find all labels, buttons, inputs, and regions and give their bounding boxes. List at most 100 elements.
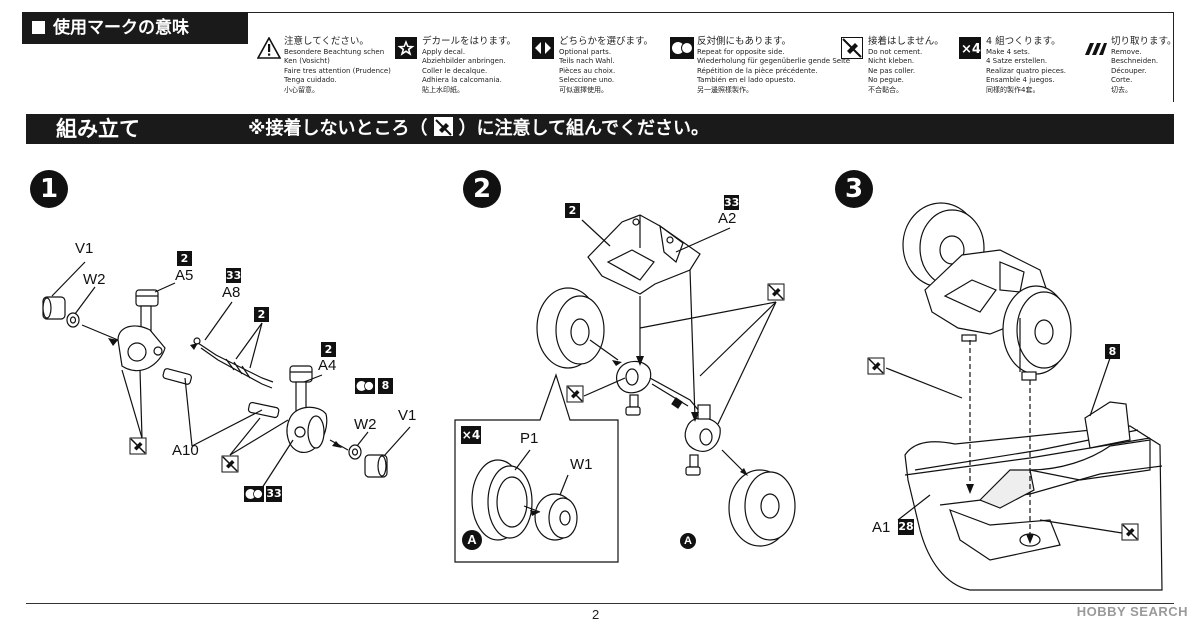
part-box-chassis: 2 [565, 203, 580, 218]
part-box-opposite-8: 8 [378, 378, 393, 394]
part-box-a5: 2 [177, 251, 192, 266]
legend-line: Make 4 sets. [986, 48, 1030, 56]
legend-line: Remove. [1111, 48, 1142, 56]
opposite-side-markers [244, 378, 375, 502]
legend-line: 4 Satze erstellen. [986, 57, 1048, 66]
no-cement-icon [221, 455, 239, 473]
decal-star-icon [395, 37, 417, 59]
arrowheads [108, 338, 1034, 544]
legend-line: Nicht kleben. [868, 57, 915, 66]
no-cement-icon [129, 437, 147, 455]
legend-line: Ken (Vosicht) [284, 57, 330, 66]
hub-carrier-left [117, 325, 166, 372]
legend-line: Ensamble 4 juegos. [986, 76, 1055, 85]
part-box-a2: 33 [724, 195, 740, 210]
arrowhead [108, 338, 118, 346]
legend-line: Beschneiden. [1111, 57, 1159, 66]
legend-line: Wiederholung für gegenüberlie gende Seit… [697, 57, 851, 66]
part-label-w2-right: W2 [354, 416, 377, 433]
legend-square-icon [32, 21, 45, 34]
legend-line: También en el lado opuesto. [697, 76, 796, 85]
legend-line: Pièces au choix. [559, 66, 616, 75]
spacer-v1-left-face [42, 297, 52, 319]
part-label-a10: A10 [172, 442, 199, 459]
arrowhead [530, 510, 540, 516]
tie-rod-a8 [197, 342, 274, 383]
legend-jp-make-four: 4 組つくります。 [986, 36, 1061, 47]
no-cement-icon [1121, 523, 1139, 541]
hub-carrier-left-bore [127, 342, 147, 362]
legend-jp-caution: 注意してください。 [284, 36, 369, 47]
part-box-a4: 2 [321, 342, 336, 357]
legend-line: Adhiera la calcomania. [422, 76, 502, 85]
remove-cut-icon [1085, 43, 1107, 55]
arrowhead [332, 441, 342, 448]
legend-jp-no-cement: 接着はしません。 [868, 36, 944, 47]
no-cement-icon [841, 37, 863, 59]
legend-line: 另一邊照樣製作。 [697, 85, 753, 94]
legend-line: Do not cement. [868, 48, 923, 56]
assembly-note: ※接着しないところ（）に注意して組んでください。 [248, 114, 709, 144]
front-chassis-a2 [587, 214, 701, 295]
battery-part [978, 469, 1035, 509]
rear-part-8 [1084, 401, 1131, 449]
caution-triangle-icon [257, 37, 281, 59]
legend-line: Abziehbilder anbringen. [422, 57, 506, 66]
legend-line: Tenga cuidado. [284, 76, 337, 85]
part-label-v1: V1 [75, 240, 94, 257]
arrowhead [612, 360, 622, 366]
part-label-v1-right: V1 [398, 407, 417, 424]
part-box-a8: 33 [226, 268, 242, 283]
legend-line: Repeat for opposite side. [697, 48, 785, 56]
part-box-rod: 2 [254, 307, 269, 322]
hub-pin-left [153, 346, 163, 356]
legend-line: 切去。 [1111, 85, 1132, 94]
part-label-w2: W2 [83, 271, 106, 288]
legend-line: Apply decal. [422, 48, 466, 56]
assembly-note-prefix: ※接着しないところ（ [248, 118, 428, 139]
washer-w2-right [348, 444, 362, 460]
watermark: HOBBY SEARCH [1076, 604, 1188, 619]
arrowhead [190, 343, 198, 350]
make-four-icon: ×4 [959, 37, 981, 59]
legend-line: Corte. [1111, 76, 1133, 85]
legend-jp-optional: どちらかを選びます。 [559, 36, 654, 47]
no-cement-icon [566, 385, 584, 403]
legend-jp-opposite: 反対側にもあります。 [697, 36, 792, 47]
page-number: 2 [592, 607, 600, 622]
arrowhead [740, 468, 748, 476]
legend-line: 可似選擇使用。 [559, 85, 608, 94]
circle-a-marker: A [462, 530, 482, 550]
arrowhead [1026, 534, 1034, 544]
legend-line: Teils nach Wahl. [559, 57, 615, 66]
part-box-a1: 28 [898, 519, 914, 535]
part-label-w1: W1 [570, 456, 593, 473]
legend-line: Realizar quatro pieces. [986, 66, 1066, 75]
part-label-a4: A4 [318, 357, 337, 374]
optional-parts-icon [532, 37, 554, 59]
legend-line: Faire tres attention (Prudence) [284, 66, 391, 75]
part-box-side: 8 [1105, 344, 1120, 359]
arrowhead [636, 356, 644, 366]
tie-rod-end [193, 337, 201, 345]
legend-line: Optional parts. [559, 48, 612, 56]
assembly-bar: 組み立て ※接着しないところ（）に注意して組んでください。 [26, 114, 1174, 144]
legend-line: Besondere Beachtung schen [284, 48, 385, 56]
arrow-line [81, 324, 119, 341]
axle-a10-upper [162, 368, 192, 385]
legend-line: Découper. [1111, 66, 1147, 75]
steering-rod [649, 377, 701, 413]
legend-line: Ne pas coller. [868, 66, 916, 75]
legend-header: 使用マークの意味 [22, 12, 248, 44]
svg-text:×4: ×4 [961, 42, 981, 57]
step-number-1: 1 [30, 170, 68, 208]
part-label-p1: P1 [520, 430, 539, 447]
legend-line: 同樣的製作4套。 [986, 85, 1040, 94]
step-number-3: 3 [835, 170, 873, 208]
front-hub-right [684, 417, 721, 452]
part-box-opposite-33: 33 [266, 486, 282, 502]
arrowhead [966, 484, 974, 494]
legend-rule [248, 12, 1174, 13]
footer-rule [26, 603, 1174, 604]
legend-line: 小心留意。 [284, 85, 319, 94]
